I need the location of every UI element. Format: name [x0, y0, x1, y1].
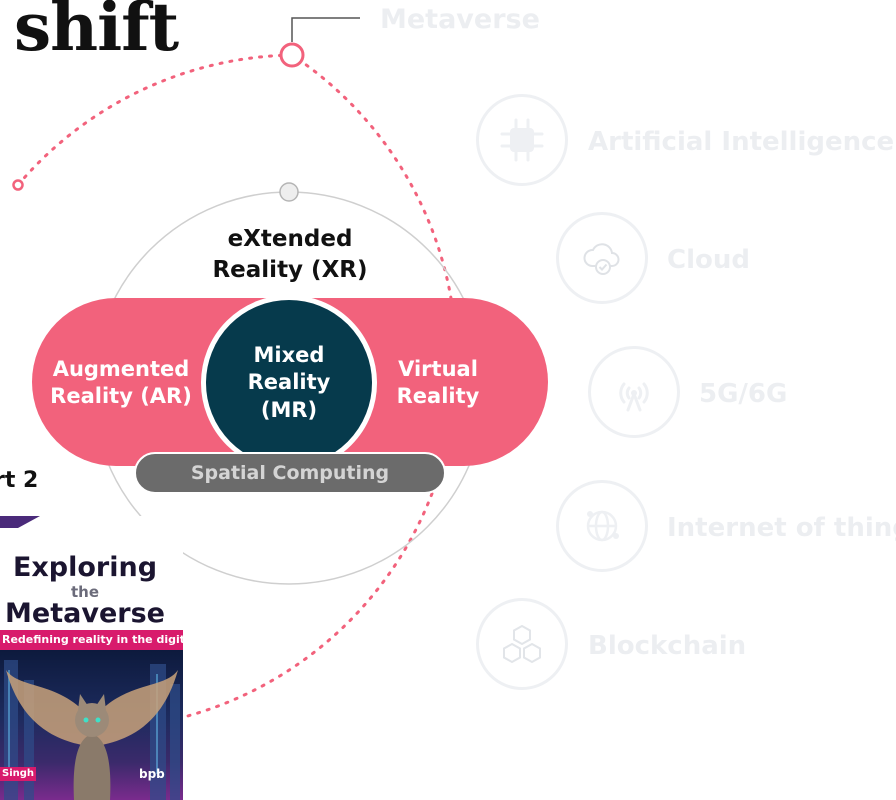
book-publisher-logo: bpb — [139, 767, 165, 781]
spatial-computing-label: Spatial Computing — [190, 462, 390, 484]
vr-label: Virtual Reality — [388, 356, 488, 411]
timeline-icon-iot — [556, 480, 648, 572]
timeline-label-blockchain: Blockchain — [588, 631, 747, 661]
ar-label-line2: Reality (AR) — [50, 384, 192, 409]
timeline-icon-5g — [588, 346, 680, 438]
timeline-label-cloud: Cloud — [667, 245, 750, 275]
iot-network-icon — [586, 510, 619, 542]
book-subtitle: Redefining reality in the digital age — [0, 630, 183, 650]
ar-label: Augmented Reality (AR) — [48, 356, 194, 411]
timeline-icon-blockchain — [476, 598, 568, 690]
timeline-icon-ai — [476, 94, 568, 186]
spatial-computing-bar: Spatial Computing — [134, 452, 446, 494]
timeline-dotted-arc — [16, 53, 458, 719]
mr-circle — [201, 295, 377, 471]
mr-label: Mixed Reality (MR) — [201, 342, 377, 424]
timeline-label-iot: Internet of things — [667, 513, 896, 543]
winged-cat-illustration — [4, 660, 180, 800]
book-title-line3: Metaverse — [5, 598, 165, 629]
timeline-node-top — [279, 42, 305, 68]
book-corner-accent — [0, 516, 40, 528]
timeline-label-5g: 5G/6G — [699, 379, 788, 409]
book-title-line1: Exploring — [12, 552, 158, 583]
vr-label-line2: Reality — [396, 384, 480, 409]
timeline-label-ai: Artificial Intelligence — [588, 127, 895, 157]
book-author: Singh — [0, 767, 36, 781]
xr-title-line2: Reality (XR) — [212, 257, 368, 284]
book-cover-art — [0, 650, 183, 800]
cloud-check-icon — [583, 243, 620, 275]
xr-ring-node — [279, 182, 299, 202]
timeline-node-left — [12, 179, 24, 191]
metaverse-label: Metaverse — [380, 4, 540, 35]
ar-label-line1: Augmented — [52, 357, 190, 381]
page-title: shift — [14, 0, 179, 66]
ai-chip-icon — [500, 118, 544, 162]
mr-label-line3: (MR) — [260, 397, 318, 422]
xr-title: eXtended Reality (XR) — [180, 224, 400, 286]
antenna-signal-icon — [619, 382, 649, 412]
xr-title-line1: eXtended — [227, 226, 353, 252]
part-label: rt 2 — [0, 468, 39, 493]
vr-label-line1: Virtual — [398, 357, 478, 381]
book-title-line2: the — [70, 583, 100, 601]
mr-label-line2: Reality — [247, 370, 331, 395]
timeline-icon-cloud — [556, 212, 648, 304]
metaverse-connector — [291, 17, 360, 42]
mr-label-line1: Mixed — [253, 343, 325, 367]
blockchain-cubes-icon — [503, 624, 541, 664]
book-cover: Exploring the Metaverse Redefining reali… — [0, 516, 183, 800]
